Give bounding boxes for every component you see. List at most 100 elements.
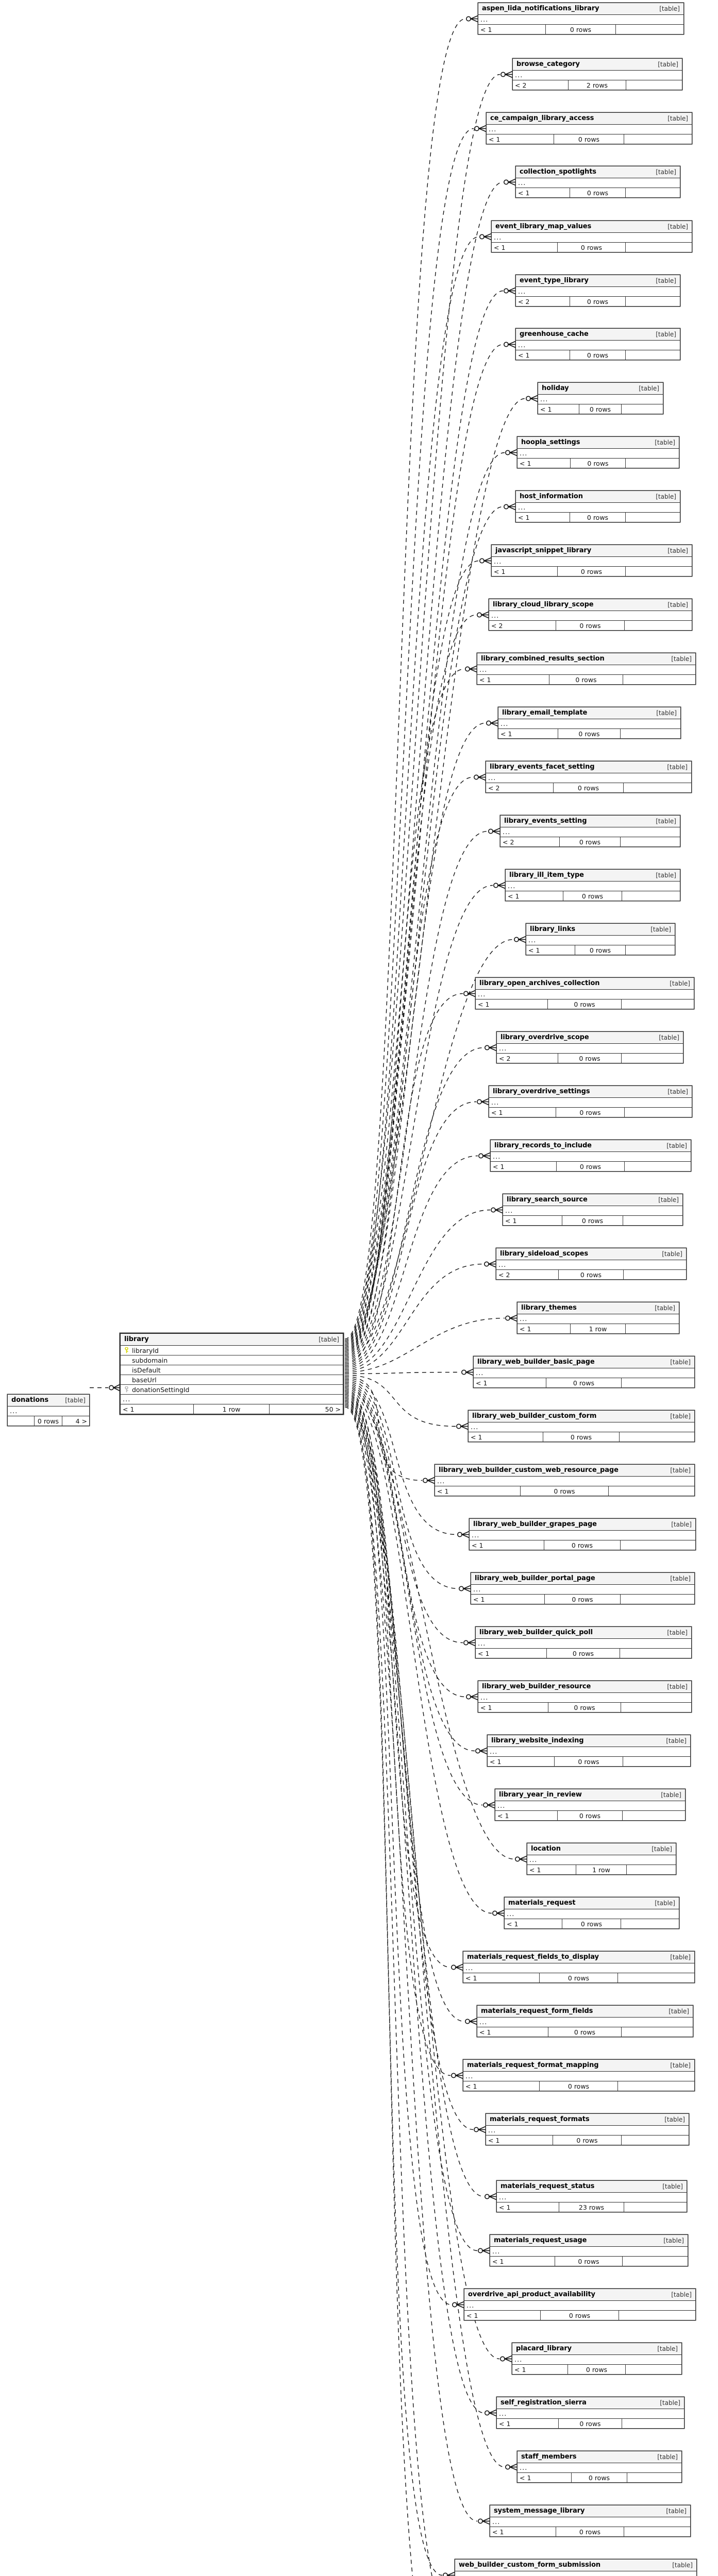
collapsed-columns-row: ... bbox=[478, 1693, 691, 1703]
table-node-library_web_builder_quick_poll[interactable]: library_web_builder_quick_poll[table]...… bbox=[475, 1626, 692, 1658]
footer-children-count bbox=[625, 1162, 691, 1171]
table-name: holiday bbox=[542, 384, 569, 392]
table-node-materials_request_format_mapping[interactable]: materials_request_format_mapping[table].… bbox=[463, 2059, 695, 2091]
footer-row-count: 0 rows bbox=[558, 243, 626, 252]
table-name: location bbox=[531, 1845, 561, 1853]
table-node-library_cloud_library_scope[interactable]: library_cloud_library_scope[table]...< 2… bbox=[489, 599, 692, 631]
table-name: library_web_builder_custom_web_resource_… bbox=[439, 1466, 619, 1474]
footer-children-count bbox=[626, 1324, 679, 1333]
table-kind-label: [table] bbox=[659, 1033, 679, 1041]
table-name: materials_request_status bbox=[500, 2182, 595, 2190]
table-name: library_year_in_review bbox=[499, 1791, 582, 1799]
table-node-materials_request_fields_to_display[interactable]: materials_request_fields_to_display[tabl… bbox=[463, 1951, 695, 1983]
footer-children-count bbox=[616, 25, 683, 34]
footer-parents-count: < 1 bbox=[474, 1378, 547, 1387]
column-row-isDefault[interactable]: isDefault bbox=[121, 1365, 343, 1375]
table-node-library_web_builder_portal_page[interactable]: library_web_builder_portal_page[table]..… bbox=[471, 1572, 695, 1604]
table-node-library_web_builder_basic_page[interactable]: library_web_builder_basic_page[table]...… bbox=[473, 1356, 695, 1388]
column-row-libraryId[interactable]: libraryId bbox=[121, 1346, 343, 1355]
table-kind-label: [table] bbox=[671, 2291, 692, 2298]
table-node-library_web_builder_custom_web_resource_page[interactable]: library_web_builder_custom_web_resource_… bbox=[435, 1464, 695, 1496]
column-row-donationSettingId[interactable]: donationSettingId bbox=[121, 1385, 343, 1395]
collapsed-columns-row: ... bbox=[488, 1747, 690, 1757]
table-name: library_events_setting bbox=[504, 817, 587, 825]
footer-row-count: 0 rows bbox=[556, 2527, 624, 2536]
footer-children-count bbox=[625, 621, 692, 630]
column-name: libraryId bbox=[132, 1346, 159, 1354]
table-name: library_overdrive_settings bbox=[493, 1088, 590, 1095]
footer-row-count: 0 rows bbox=[555, 1757, 624, 1766]
footer-children-count bbox=[622, 1054, 683, 1063]
table-node-library_combined_results_section[interactable]: library_combined_results_section[table].… bbox=[477, 653, 696, 685]
footer-row-count: 0 rows bbox=[575, 945, 626, 955]
table-name: library_website_indexing bbox=[491, 1737, 584, 1744]
table-kind-label: [table] bbox=[664, 2115, 685, 2123]
column-row-baseUrl[interactable]: baseUrl bbox=[121, 1375, 343, 1385]
table-node-materials_request_form_fields[interactable]: materials_request_form_fields[table]...<… bbox=[477, 2005, 693, 2037]
table-node-library_events_facet_setting[interactable]: library_events_facet_setting[table]...< … bbox=[486, 761, 692, 793]
column-row-subdomain[interactable]: subdomain bbox=[121, 1355, 343, 1365]
footer-parents-count: < 1 bbox=[495, 1811, 558, 1820]
footer-parents-count: < 1 bbox=[516, 513, 570, 522]
collapsed-columns-row: ... bbox=[455, 2571, 696, 2576]
footer-children-count bbox=[620, 1649, 691, 1658]
table-header: staff_members[table] bbox=[517, 2451, 681, 2463]
table-header: library[table] bbox=[121, 1334, 343, 1346]
table-node-library_web_builder_custom_form[interactable]: library_web_builder_custom_form[table]..… bbox=[468, 1410, 695, 1442]
table-header: library_web_builder_quick_poll[table] bbox=[476, 1627, 691, 1639]
table-node-library_web_builder_resource[interactable]: library_web_builder_resource[table]...< … bbox=[478, 1681, 692, 1713]
footer-children-count bbox=[625, 1108, 692, 1117]
table-header: event_library_map_values[table] bbox=[492, 221, 692, 233]
footer-row-count: 0 rows bbox=[549, 675, 624, 684]
collapsed-columns-row: ... bbox=[477, 2018, 693, 2027]
table-node-web_builder_custom_form_submission[interactable]: web_builder_custom_form_submission[table… bbox=[455, 2559, 697, 2576]
table-node-library_web_builder_grapes_page[interactable]: library_web_builder_grapes_page[table]..… bbox=[469, 1518, 696, 1550]
table-node-aspen_lida_notifications_library[interactable]: aspen_lida_notifications_library[table].… bbox=[478, 3, 684, 35]
table-kind-label: [table] bbox=[655, 1899, 675, 1907]
table-kind-label: [table] bbox=[671, 1520, 692, 1528]
collapsed-columns-row: ... bbox=[121, 1395, 343, 1404]
table-node-library_open_archives_collection[interactable]: library_open_archives_collection[table].… bbox=[475, 977, 694, 1009]
table-node-overdrive_api_product_availability[interactable]: overdrive_api_product_availability[table… bbox=[464, 2289, 696, 2320]
collapsed-columns-row: ... bbox=[8, 1406, 89, 1416]
